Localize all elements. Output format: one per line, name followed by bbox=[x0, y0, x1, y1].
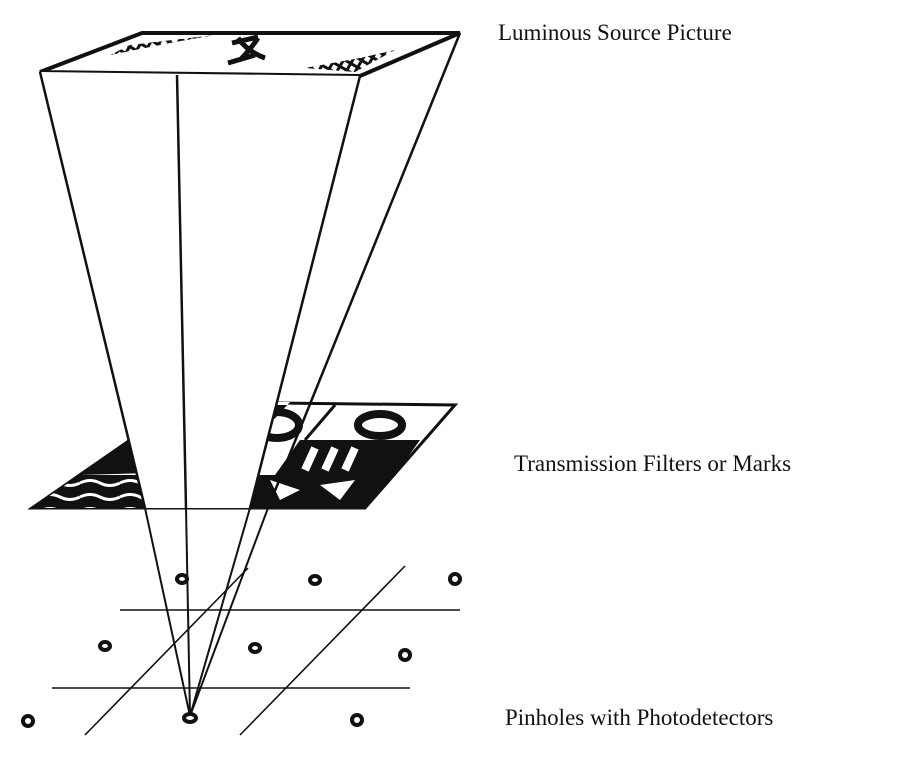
pinhole bbox=[248, 642, 262, 654]
pinhole-active bbox=[182, 712, 198, 724]
filter-checker-cell bbox=[250, 475, 395, 508]
filter-circle-2 bbox=[354, 410, 406, 440]
source-picture bbox=[39, 31, 461, 79]
rays bbox=[144, 507, 269, 717]
label-source-picture: Luminous Source Picture bbox=[498, 20, 732, 45]
pinhole bbox=[448, 572, 462, 586]
pinhole bbox=[398, 648, 412, 662]
detector-grid bbox=[52, 565, 460, 736]
label-transmission-filters: Transmission Filters or Marks bbox=[514, 451, 792, 476]
pinholes bbox=[21, 572, 462, 728]
pinhole bbox=[308, 574, 322, 586]
light-cone bbox=[38, 32, 462, 509]
source-glyph bbox=[227, 34, 266, 66]
pinhole bbox=[21, 714, 35, 728]
source-hatch-right bbox=[305, 50, 395, 72]
label-pinholes: Pinholes with Photodetectors bbox=[505, 705, 774, 730]
pinhole bbox=[98, 640, 112, 652]
pinhole bbox=[175, 573, 189, 585]
pinhole bbox=[350, 713, 364, 727]
source-hatch-left bbox=[110, 35, 215, 55]
